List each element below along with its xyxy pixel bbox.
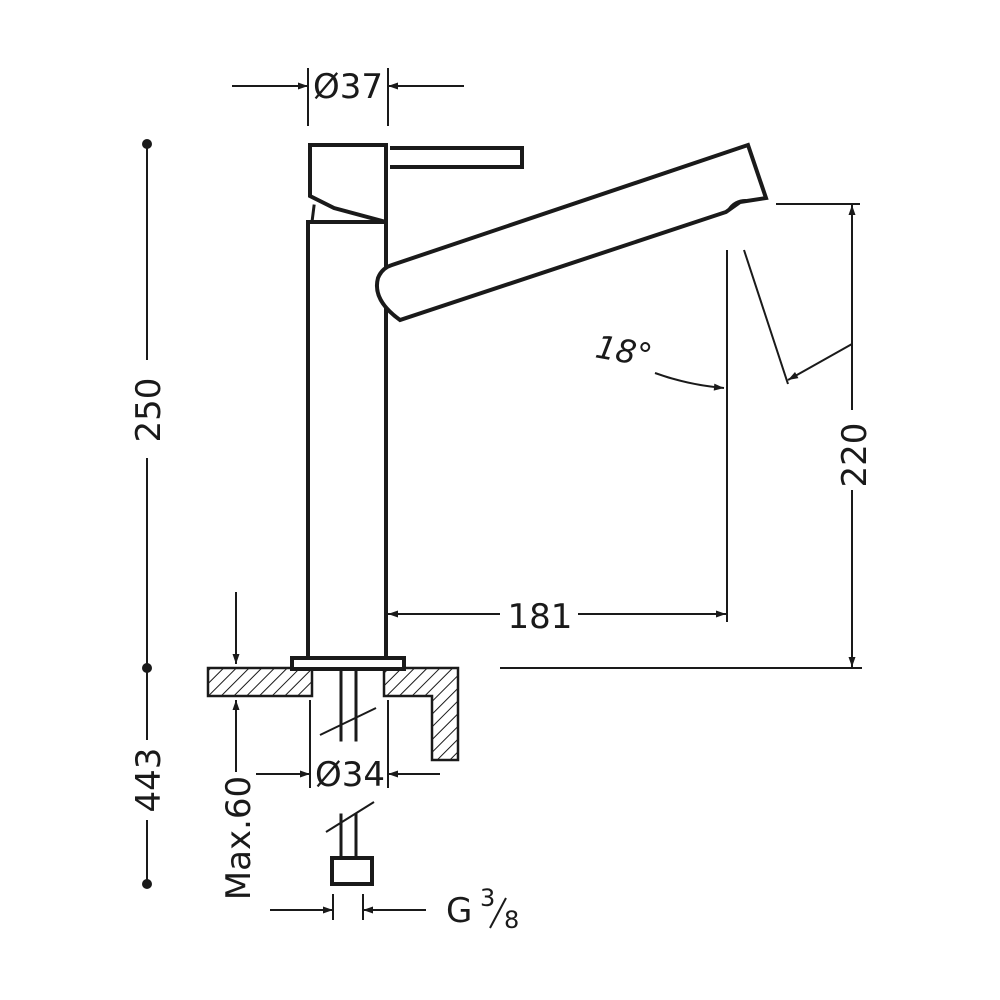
spout-aerator-line <box>727 199 747 211</box>
faucet-body <box>290 142 769 671</box>
dim-thread-numerator: 3 <box>480 884 495 912</box>
dim-dot-bottom <box>142 879 152 889</box>
cap-gap-line <box>310 204 316 224</box>
dim-dot-top <box>142 139 152 149</box>
handle-lever <box>390 146 524 169</box>
dim-spout-height-label: 220 <box>835 423 875 488</box>
dim-spout-height: 220 <box>500 203 875 669</box>
dim-spout-reach: 181 <box>388 250 728 637</box>
dim-counter-thickness: Max.60 <box>219 592 259 900</box>
dim-handle-diameter-label: Ø37 <box>313 67 383 107</box>
dim-total-height-label: 250 <box>129 378 169 443</box>
spout <box>375 142 769 323</box>
dim-thread: G 3 8 <box>270 884 519 934</box>
dim-swivel-angle: 18° <box>593 249 853 391</box>
dim-dot-middle <box>142 663 152 673</box>
dim-left-vertical: 250 443 <box>129 139 169 889</box>
dim-hose-length-label: 443 <box>129 748 169 813</box>
supply-hoses <box>319 668 377 886</box>
dim-base-diameter-label: Ø34 <box>315 755 385 795</box>
dim-max-thickness-label: Max.60 <box>219 776 259 900</box>
countertop-section <box>206 666 460 762</box>
dim-swivel-angle-label: 18° <box>593 328 655 375</box>
handle-cap <box>308 143 388 225</box>
dim-base-diameter: Ø34 <box>256 700 440 795</box>
thread-connector <box>330 856 374 886</box>
main-column <box>306 220 388 660</box>
dim-handle-diameter: Ø37 <box>232 67 464 126</box>
dim-spout-reach-label: 181 <box>508 597 573 637</box>
dim-thread-denominator: 8 <box>504 906 519 934</box>
dim-thread-g: G <box>446 891 472 931</box>
